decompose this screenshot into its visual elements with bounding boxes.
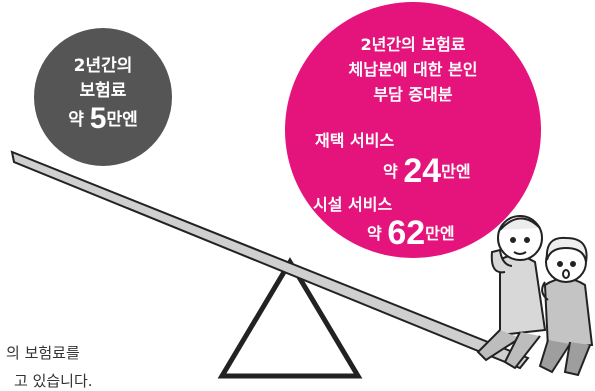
premium-amount-suffix: 만엔 [106, 110, 138, 130]
burden-increase-circle: 2년간의 보험료 체납분에 대한 본인 부담 증대분 재택 서비스 약 24만엔… [285, 2, 541, 258]
facility-service-amount: 약 62만엔 [367, 214, 455, 253]
home-service-label: 재택 서비스 [315, 131, 395, 150]
home-service-number: 24 [403, 152, 442, 190]
burden-head-line1: 2년간의 보험료 [360, 35, 466, 54]
home-service-suffix: 만엔 [441, 162, 471, 181]
home-service-amount: 약 24만엔 [383, 152, 471, 191]
premium-amount: 약 5만엔 [34, 104, 172, 134]
premium-circle-line2: 보험료 [79, 81, 127, 101]
seesaw-scene [10, 150, 594, 379]
fulcrum-triangle-icon [217, 257, 363, 379]
elderly-couple-icon [476, 215, 594, 377]
facility-service-prefix: 약 [367, 224, 382, 243]
premium-circle: 2년간의 보험료 약 5만엔 [34, 28, 172, 166]
facility-service-number: 62 [387, 214, 426, 252]
premium-amount-prefix: 약 [68, 110, 84, 130]
seesaw-board-icon [10, 150, 530, 370]
bottom-text-line2: 고 있습니다. [14, 372, 93, 390]
home-service-prefix: 약 [383, 162, 398, 181]
facility-service-label: 시설 서비스 [313, 195, 393, 214]
premium-circle-line1: 2년간의 [73, 56, 133, 76]
burden-head-line3: 부담 증대분 [373, 85, 453, 104]
premium-amount-number: 5 [89, 102, 107, 135]
burden-head-line2: 체납분에 대한 본인 [348, 60, 478, 79]
bottom-text-line1: 의 보험료를 [6, 344, 80, 362]
facility-service-suffix: 만엔 [425, 224, 455, 243]
